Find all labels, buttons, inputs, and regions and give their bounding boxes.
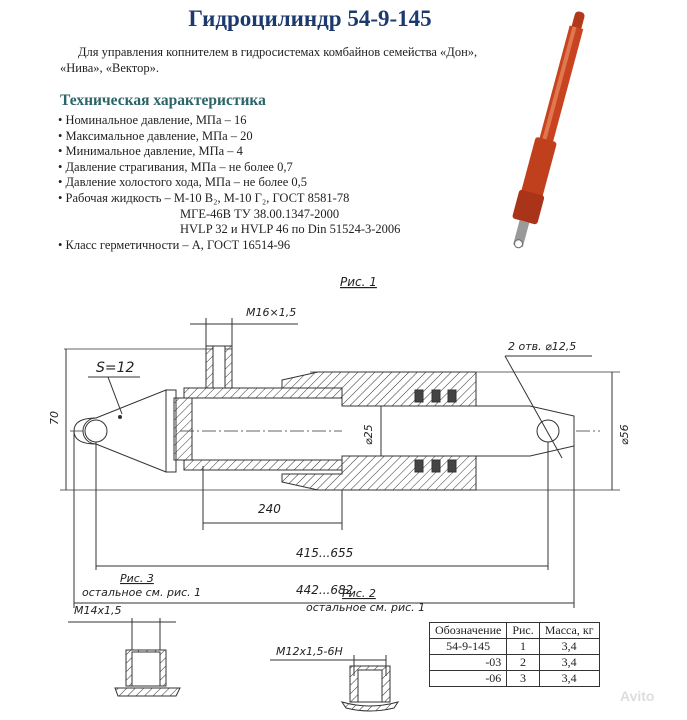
spec-item: • Номинальное давление, МПа – 16 bbox=[58, 113, 247, 127]
table-row: -03 2 3,4 bbox=[428, 654, 600, 671]
spec-text: Класс герметичности – А, ГОСТ 16514-96 bbox=[65, 237, 291, 252]
table-row: -06 3 3,4 bbox=[428, 670, 600, 687]
intro-line-2: «Нива», «Вектор». bbox=[60, 61, 159, 75]
spec-heading: Техническая характеристика bbox=[60, 92, 266, 109]
column-header: Масса, кг bbox=[538, 622, 600, 639]
spec-item: • Минимальное давление, МПа – 4 bbox=[58, 144, 243, 159]
spec-item: • Давление холостого хода, МПа – не боле… bbox=[58, 175, 308, 190]
cylinder-photo bbox=[512, 11, 585, 249]
port-thread-label: M16×1,5 bbox=[246, 306, 296, 319]
cell: 3 bbox=[506, 670, 540, 687]
fig2-thread: M12x1,5-6H bbox=[276, 645, 343, 658]
page-title: Гидроцилиндр 54-9-145 bbox=[188, 6, 432, 31]
spec-list: • Номинальное давление, МПа – 16 • Макси… bbox=[58, 113, 400, 253]
spec-text: Максимальное давление, МПа – 20 bbox=[65, 128, 253, 143]
table-header-row: Обозначение Рис. Масса, кг bbox=[428, 622, 600, 639]
mass-table: Обозначение Рис. Масса, кг 54-9-145 1 3,… bbox=[428, 622, 600, 687]
intro-line-1: Для управления копнителем в гидросистема… bbox=[78, 45, 478, 59]
cell: 2 bbox=[506, 654, 540, 671]
spec-item-continued: МГЕ-46В ТУ 38.00.1347-2000 bbox=[180, 206, 340, 221]
spec-text: Давление страгивания, МПа – не более 0,7 bbox=[65, 159, 293, 174]
spec-text: Минимальное давление, МПа – 4 bbox=[65, 144, 243, 159]
cell: 54-9-145 bbox=[428, 638, 508, 655]
dim-total: 442...682 bbox=[296, 583, 353, 597]
cell: 3,4 bbox=[538, 670, 600, 687]
fig3-thread: M14x1,5 bbox=[74, 604, 122, 617]
fig1-label: Рис. 1 bbox=[340, 275, 377, 289]
dim-height: 70 bbox=[48, 411, 61, 425]
cell: 1 bbox=[506, 638, 540, 655]
fig3-note: остальное см. рис. 1 bbox=[82, 586, 201, 599]
intro-text: Для управления копнителем в гидросистема… bbox=[60, 44, 520, 76]
fig2-note: остальное см. рис. 1 bbox=[306, 601, 425, 614]
column-header: Рис. bbox=[506, 622, 540, 639]
rod-dia-label: ⌀25 bbox=[362, 424, 375, 445]
column-header: Обозначение bbox=[428, 622, 508, 639]
table-row: 54-9-145 1 3,4 bbox=[428, 638, 600, 655]
dim-stroke: 415...655 bbox=[296, 546, 353, 560]
spec-text: Рабочая жидкость – М-10 В₂, М-10 Г₂, ГОС… bbox=[65, 190, 350, 205]
cell: -06 bbox=[428, 670, 508, 687]
s-label: S=12 bbox=[96, 360, 135, 376]
cell: 3,4 bbox=[538, 638, 600, 655]
avito-watermark: Avito bbox=[620, 688, 655, 704]
spec-item: • Рабочая жидкость – М-10 В₂, М-10 Г₂, Г… bbox=[58, 190, 350, 205]
cell: 3,4 bbox=[538, 654, 600, 671]
body-dia-label: ⌀56 bbox=[618, 424, 631, 445]
spec-text: Номинальное давление, МПа – 16 bbox=[65, 113, 247, 127]
spec-item: • Давление страгивания, МПа – не более 0… bbox=[58, 159, 293, 174]
spec-item: • Класс герметичности – А, ГОСТ 16514-96 bbox=[58, 237, 291, 252]
cell: -03 bbox=[428, 654, 508, 671]
dim-240: 240 bbox=[258, 502, 281, 516]
spec-item-continued: HVLP 32 и HVLP 46 по Din 51524-3-2006 bbox=[180, 222, 401, 237]
spec-item: • Максимальное давление, МПа – 20 bbox=[58, 128, 253, 143]
holes-label: 2 отв. ⌀12,5 bbox=[508, 340, 576, 353]
spec-text: Давление холостого хода, МПа – не более … bbox=[65, 175, 308, 190]
fig2-label: Рис. 2 bbox=[342, 587, 376, 600]
fig3-label: Рис. 3 bbox=[120, 572, 154, 585]
